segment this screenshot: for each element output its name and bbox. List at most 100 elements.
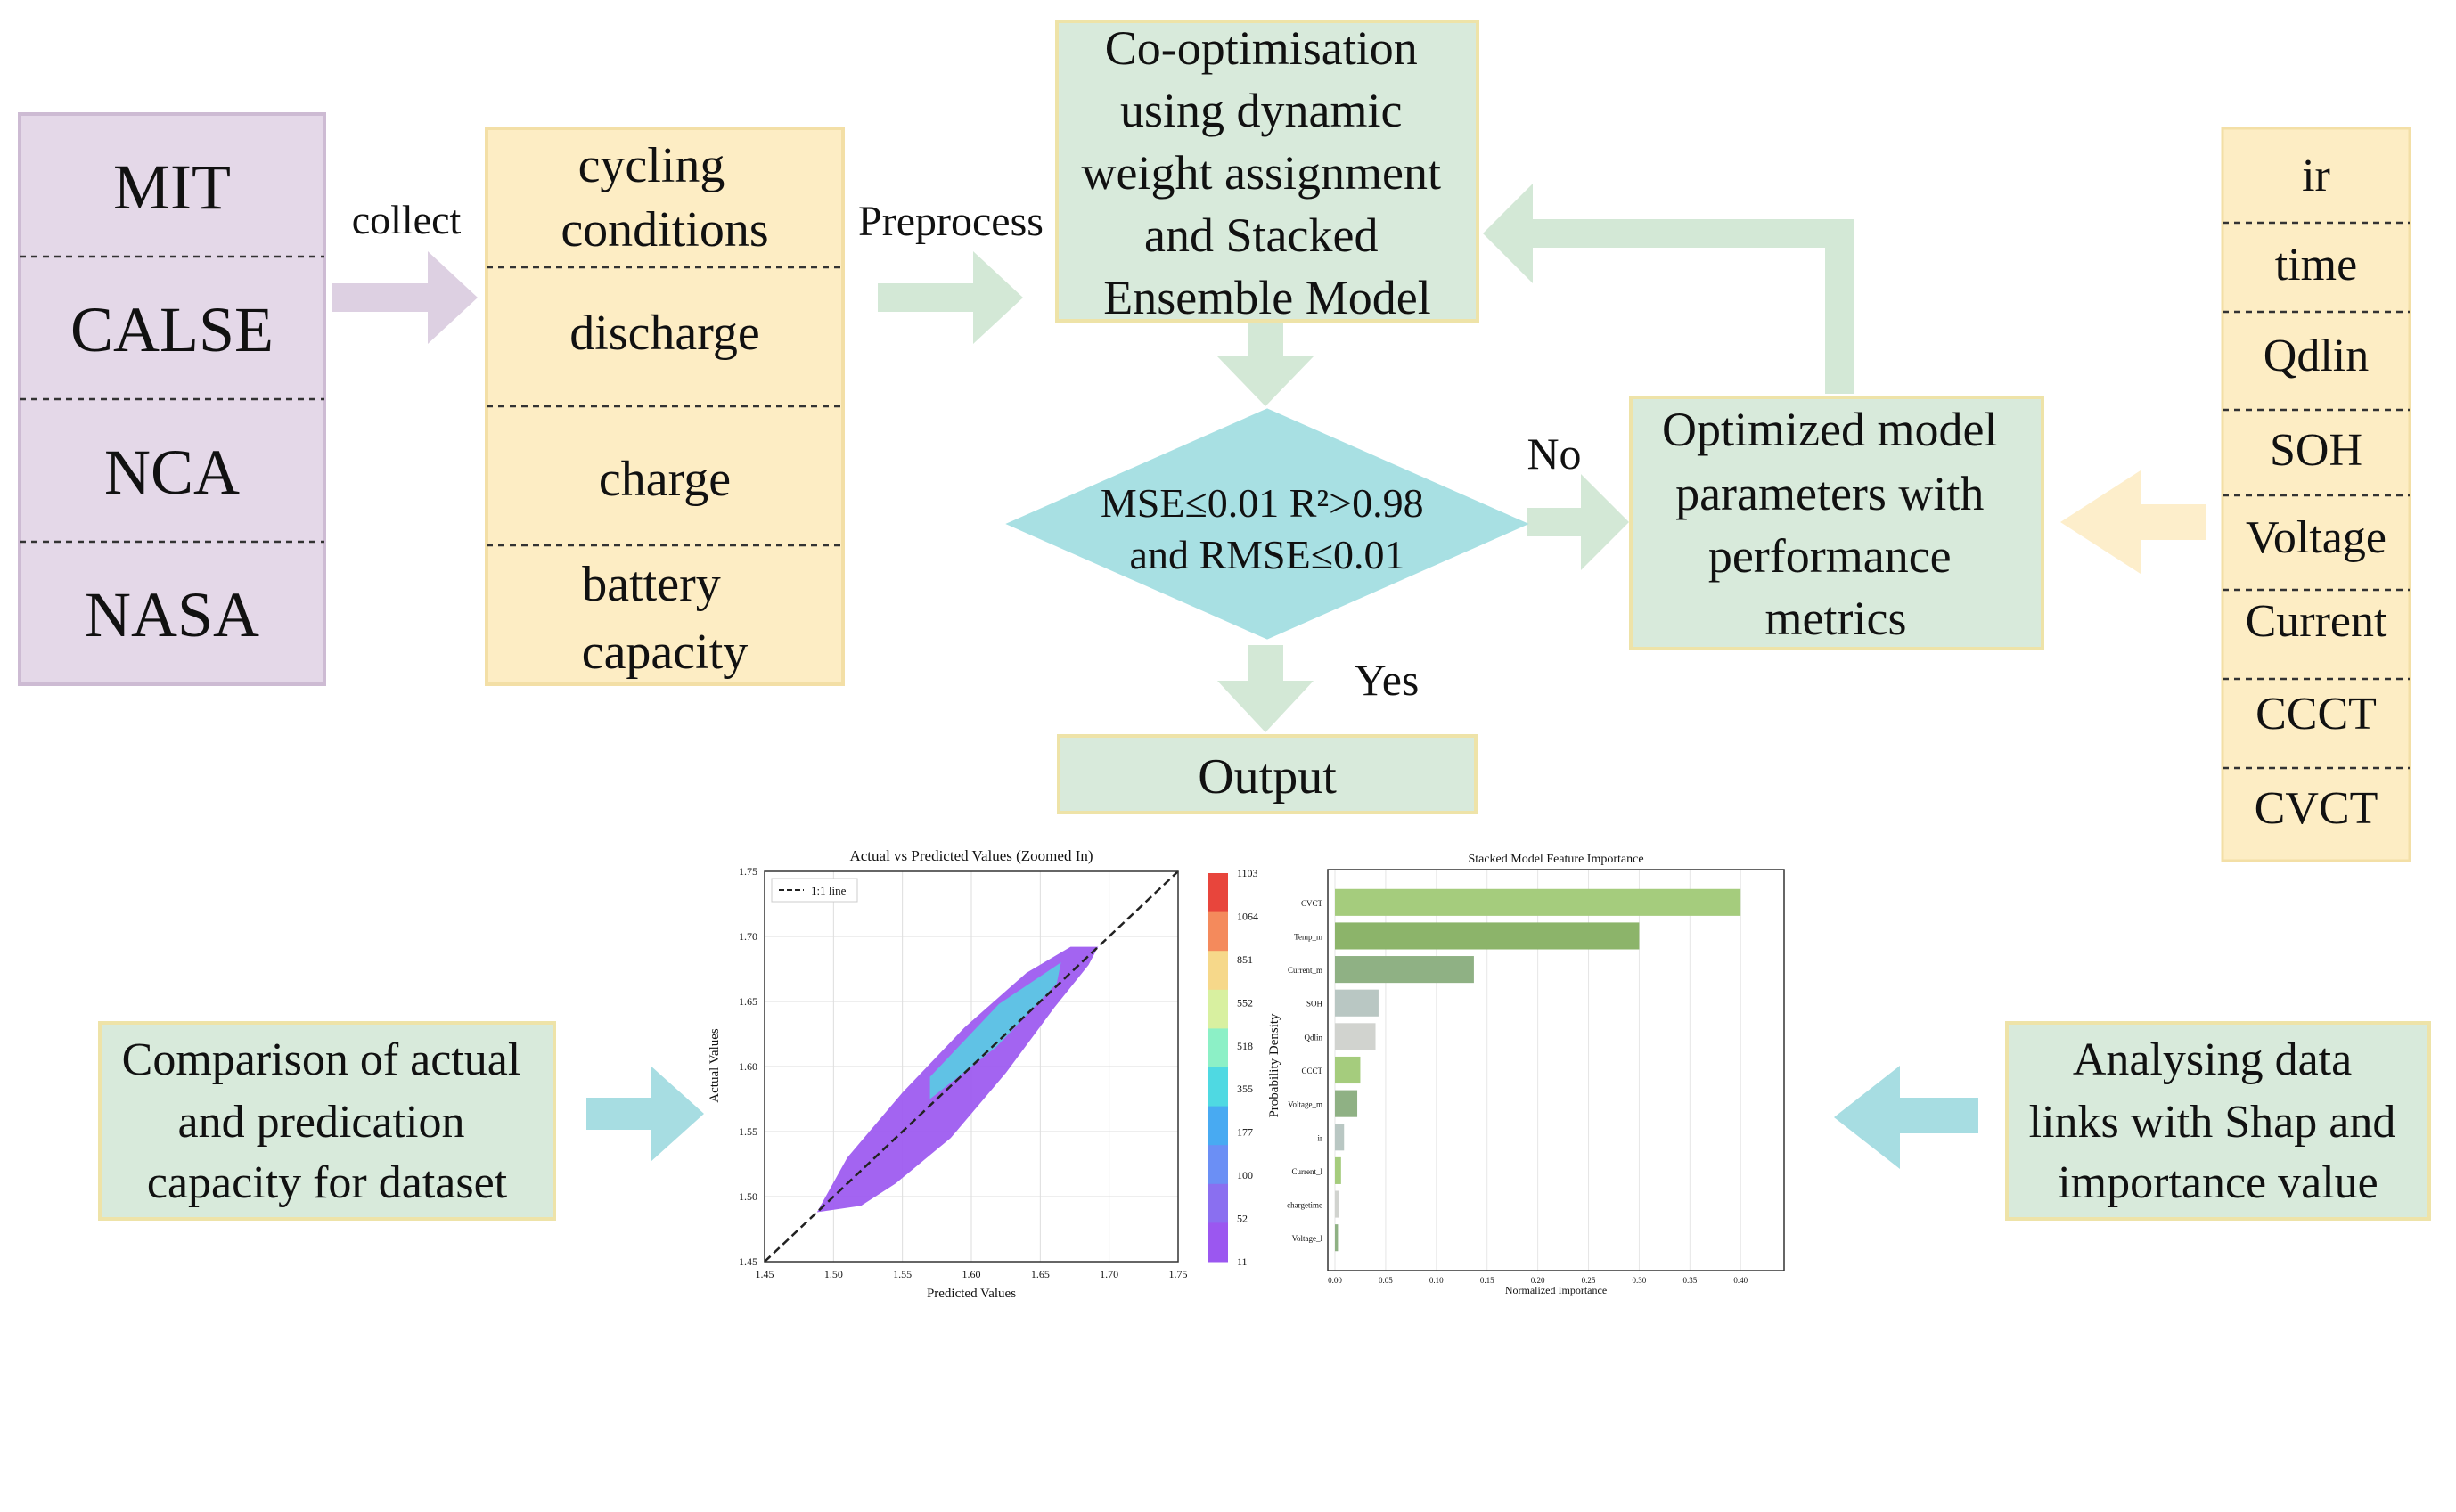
- dataset-nasa: NASA: [85, 579, 259, 650]
- importance-bar: [1335, 989, 1379, 1017]
- identity-line: [764, 870, 1179, 1263]
- collect-arrow: [332, 251, 478, 344]
- bar-category-label: Voltage_l: [1292, 1234, 1323, 1243]
- data-type-battery-capacity: battery capacity: [582, 557, 749, 680]
- scatter-ytick: 1.45: [739, 1255, 757, 1268]
- decision-diamond: [1005, 408, 1529, 640]
- scatter-ytick: 1.70: [739, 930, 757, 943]
- colorbar-segment: [1208, 1028, 1228, 1068]
- bar-category-label: ir: [1318, 1133, 1323, 1142]
- colorbar-tick: 552: [1237, 996, 1253, 1009]
- scatter-xtick: 1.50: [824, 1268, 843, 1280]
- yes-arrow: [1217, 645, 1314, 732]
- importance-bar: [1335, 1023, 1376, 1050]
- data-type-charge: charge: [599, 452, 731, 507]
- data-type-discharge: discharge: [569, 306, 760, 361]
- bar-xtick: 0.30: [1633, 1276, 1647, 1285]
- scatter-ytick: 1.55: [739, 1125, 757, 1138]
- scatter-title: Actual vs Predicted Values (Zoomed In): [849, 847, 1093, 864]
- importance-bar: [1335, 1090, 1358, 1117]
- bar-xtick: 0.15: [1480, 1276, 1494, 1285]
- data-types-panel: cycling conditions discharge charge batt…: [485, 127, 845, 686]
- colorbar-segment: [1208, 989, 1228, 1029]
- scatter-ytick: 1.60: [739, 1060, 757, 1073]
- no-label: No: [1527, 429, 1581, 478]
- analysing-arrow: [1834, 1066, 1978, 1169]
- importance-bar: [1335, 1190, 1339, 1218]
- bar-category-label: Current_m: [1288, 966, 1322, 975]
- bar-xtick: 0.00: [1328, 1276, 1342, 1285]
- collect-label: collect: [352, 197, 462, 242]
- bar-category-label: Qdlin: [1304, 1033, 1322, 1042]
- bar-category-label: Temp_m: [1294, 932, 1322, 941]
- colorbar-tick: 355: [1237, 1083, 1253, 1095]
- importance-bar: [1335, 1124, 1345, 1151]
- feature-ir: ir: [2302, 151, 2330, 201]
- data-type-cycling-conditions: cycling conditions: [561, 138, 768, 257]
- importance-bar: [1335, 956, 1474, 984]
- scatter-ytick: 1.75: [739, 865, 757, 878]
- colorbar-segment: [1208, 1183, 1228, 1223]
- feature-importance-chart: Stacked Model Feature Importance Normali…: [1287, 853, 1785, 1296]
- feature-panel: ir time Qdlin SOH Voltage Current CCCT C…: [2221, 127, 2411, 862]
- co-optimisation-box: [1055, 20, 1479, 323]
- importance-bar: [1335, 888, 1741, 916]
- colorbar-segment: [1208, 1106, 1228, 1146]
- dataset-panel: MIT CALSE NCA NASA: [18, 112, 326, 686]
- comparison-box: [98, 1021, 556, 1221]
- feature-voltage: Voltage: [2246, 512, 2386, 563]
- feature-qdlin: Qdlin: [2264, 331, 2369, 381]
- feature-current: Current: [2246, 596, 2387, 647]
- scatter-legend: 1:1 line: [771, 878, 858, 903]
- colorbar-tick: 1103: [1237, 867, 1258, 879]
- dataset-mit: MIT: [113, 151, 231, 223]
- colorbar-segment: [1208, 1067, 1228, 1107]
- scatter-ytick: 1.65: [739, 995, 757, 1008]
- output-label: Output: [1198, 749, 1337, 805]
- colorbar-tick: 177: [1237, 1126, 1253, 1139]
- bar-category-label: CCCT: [1301, 1067, 1322, 1075]
- importance-bar: [1335, 1224, 1339, 1252]
- feature-cvct: CVCT: [2255, 783, 2378, 834]
- scatter-xtick: 1.55: [893, 1268, 912, 1280]
- bar-frame: [1327, 869, 1785, 1271]
- analysing-text: Analysing data links with Shap and impor…: [2029, 1034, 2408, 1208]
- preprocess-label: Preprocess: [858, 198, 1044, 245]
- features-arrow: [2060, 470, 2206, 574]
- feature-ccct: CCCT: [2255, 689, 2377, 740]
- scatter-xlabel: Predicted Values: [927, 1287, 1016, 1301]
- bar-category-label: chargetime: [1287, 1201, 1322, 1210]
- scatter-xtick: 1.45: [756, 1268, 774, 1280]
- colorbar-label: Probability Density: [1267, 1013, 1281, 1118]
- scatter-xtick: 1.60: [962, 1268, 981, 1280]
- preprocess-arrow: [878, 251, 1023, 344]
- colorbar-tick: 100: [1237, 1169, 1253, 1181]
- scatter-frame: [764, 870, 1179, 1263]
- bar-xlabel: Normalized Importance: [1505, 1284, 1607, 1296]
- scatter-xtick: 1.65: [1031, 1268, 1050, 1280]
- dataset-nca: NCA: [104, 437, 240, 508]
- arrows: [332, 184, 2206, 1169]
- bar-xtick: 0.25: [1582, 1276, 1596, 1285]
- output-box: [1057, 734, 1478, 814]
- co-optimisation-text: Co-optimisation using dynamic weight ass…: [1082, 21, 1453, 324]
- scatter-xtick: 1.75: [1169, 1268, 1188, 1280]
- optimized-model-text: Optimized model parameters with performa…: [1662, 403, 2010, 645]
- colorbar-segment: [1208, 1222, 1228, 1263]
- bar-xtick: 0.20: [1531, 1276, 1545, 1285]
- density-core: [929, 962, 1061, 1099]
- actual-vs-predicted-chart: Actual vs Predicted Values (Zoomed In) P…: [708, 847, 1281, 1301]
- scatter-xtick: 1.70: [1100, 1268, 1118, 1280]
- colorbar-segment: [1208, 873, 1228, 913]
- colorbar-segment: [1208, 951, 1228, 991]
- importance-bar: [1335, 1156, 1341, 1184]
- importance-bar: [1335, 922, 1640, 950]
- colorbar-tick: 518: [1237, 1040, 1253, 1052]
- comparison-arrow: [586, 1066, 704, 1162]
- feature-time: time: [2275, 240, 2357, 290]
- scatter-ytick: 1.50: [739, 1190, 757, 1203]
- feedback-arrow: [1483, 184, 1854, 394]
- no-arrow: [1527, 474, 1629, 570]
